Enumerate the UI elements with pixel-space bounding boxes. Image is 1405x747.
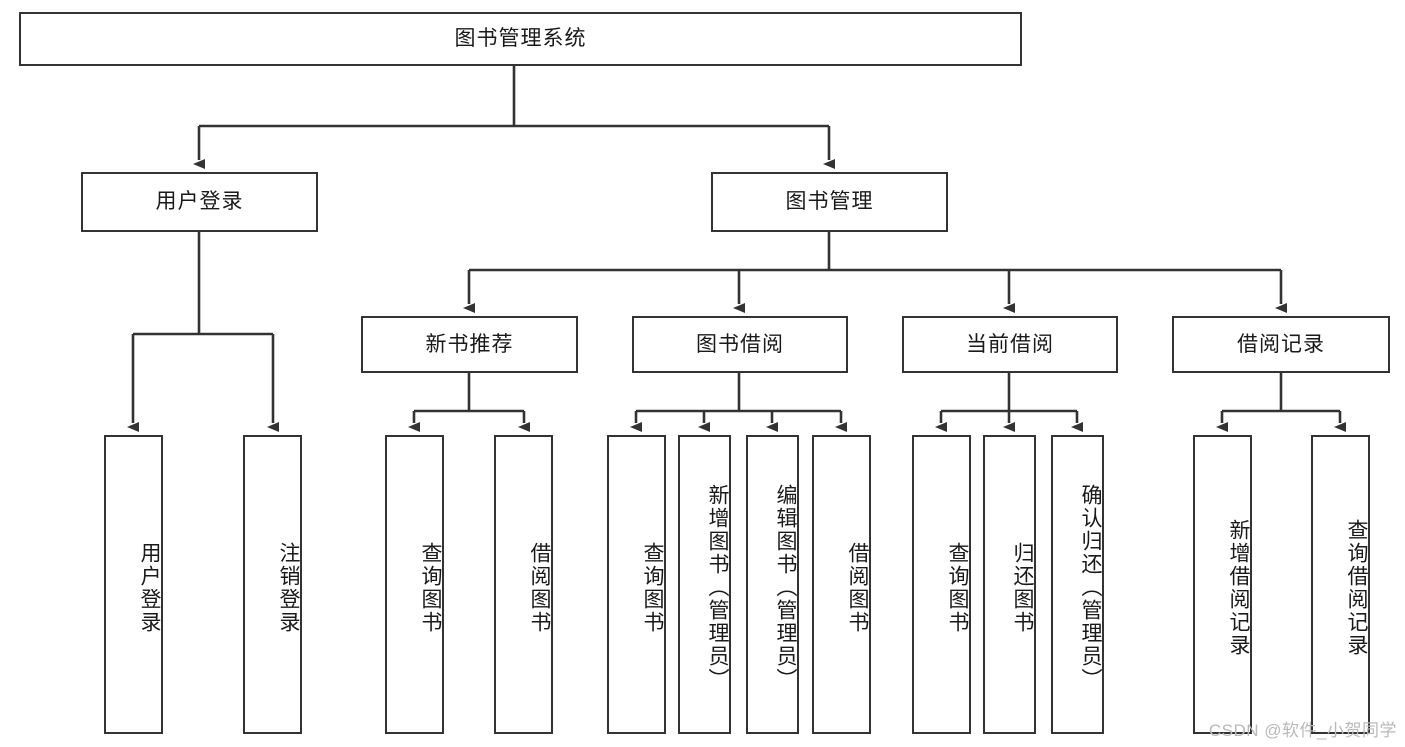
node-label: 借阅记录 bbox=[1237, 332, 1325, 356]
node-label: 新增图书（管理员） bbox=[706, 484, 729, 691]
leaf-logout[interactable]: 注销登录 bbox=[243, 435, 302, 734]
node-label: 归还图书 bbox=[1011, 541, 1034, 634]
leaf-query-book-current[interactable]: 查询图书 bbox=[912, 435, 971, 734]
leaf-borrow-book-borrow[interactable]: 借阅图书 bbox=[812, 435, 871, 734]
node-label: 注销登录 bbox=[277, 541, 300, 634]
node-label: 用户登录 bbox=[138, 541, 161, 634]
leaf-confirm-return-admin[interactable]: 确认归还（管理员） bbox=[1051, 435, 1104, 734]
leaf-user-login[interactable]: 用户登录 bbox=[104, 435, 163, 734]
node-label: 用户登录 bbox=[155, 190, 244, 214]
node-label: 图书借阅 bbox=[696, 332, 784, 356]
leaf-add-borrow-record[interactable]: 新增借阅记录 bbox=[1193, 435, 1252, 734]
leaf-borrow-book-new[interactable]: 借阅图书 bbox=[494, 435, 553, 734]
node-label: 新增借阅记录 bbox=[1227, 518, 1250, 657]
node-user-login[interactable]: 用户登录 bbox=[81, 172, 318, 232]
node-root-book-management-system[interactable]: 图书管理系统 bbox=[19, 12, 1022, 66]
node-borrow-record[interactable]: 借阅记录 bbox=[1172, 316, 1390, 373]
node-label: 图书管理 bbox=[785, 190, 874, 214]
leaf-query-borrow-record[interactable]: 查询借阅记录 bbox=[1311, 435, 1370, 734]
leaf-query-book-borrow[interactable]: 查询图书 bbox=[607, 435, 666, 734]
node-label: 查询图书 bbox=[419, 541, 442, 634]
watermark: CSDN @软件_小贺同学 bbox=[1208, 721, 1397, 740]
leaf-return-book[interactable]: 归还图书 bbox=[983, 435, 1036, 734]
node-label: 借阅图书 bbox=[528, 541, 551, 634]
node-label: 查询图书 bbox=[641, 541, 664, 634]
node-label: 查询借阅记录 bbox=[1345, 518, 1368, 657]
leaf-edit-book-admin[interactable]: 编辑图书（管理员） bbox=[746, 435, 799, 734]
node-book-management[interactable]: 图书管理 bbox=[711, 172, 948, 232]
leaf-query-book-new[interactable]: 查询图书 bbox=[385, 435, 444, 734]
leaf-add-book-admin[interactable]: 新增图书（管理员） bbox=[678, 435, 731, 734]
node-label: 编辑图书（管理员） bbox=[774, 484, 797, 691]
node-current-borrow[interactable]: 当前借阅 bbox=[902, 316, 1118, 373]
node-label: 确认归还（管理员） bbox=[1079, 484, 1102, 691]
node-label: 新书推荐 bbox=[425, 332, 514, 356]
node-label: 查询图书 bbox=[946, 541, 969, 634]
node-label: 借阅图书 bbox=[846, 541, 869, 634]
node-label: 当前借阅 bbox=[966, 332, 1054, 356]
node-book-borrow[interactable]: 图书借阅 bbox=[632, 316, 848, 373]
node-new-book-recommend[interactable]: 新书推荐 bbox=[361, 316, 578, 373]
node-label: 图书管理系统 bbox=[454, 27, 587, 51]
